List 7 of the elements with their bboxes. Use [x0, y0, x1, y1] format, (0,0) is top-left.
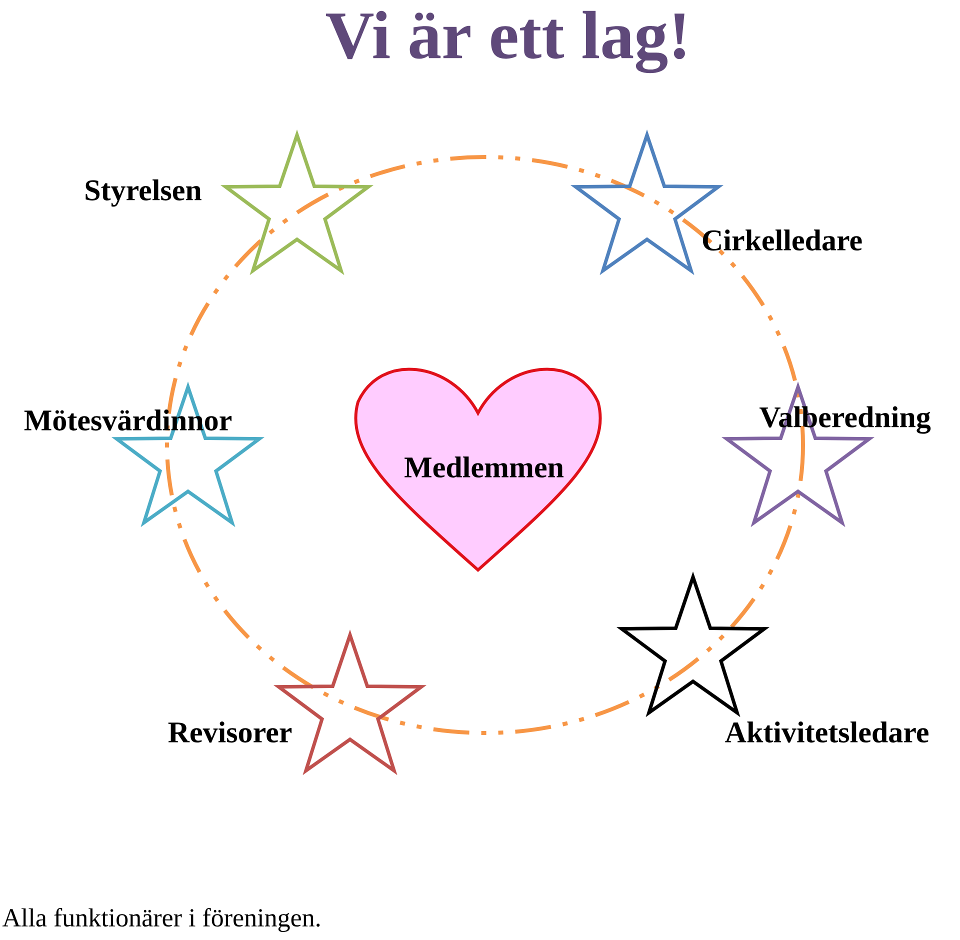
caption: Alla funktionärer i föreningen.	[2, 908, 320, 932]
star-label: Revisorer	[168, 721, 292, 743]
heart: Medlemmen	[354, 368, 602, 572]
title: Vi är ett lag!	[326, 10, 685, 74]
star-label: Aktivitetsledare	[725, 721, 928, 743]
star-label: Styrelsen	[86, 179, 202, 207]
star-label: Cirkelledare	[702, 229, 862, 251]
